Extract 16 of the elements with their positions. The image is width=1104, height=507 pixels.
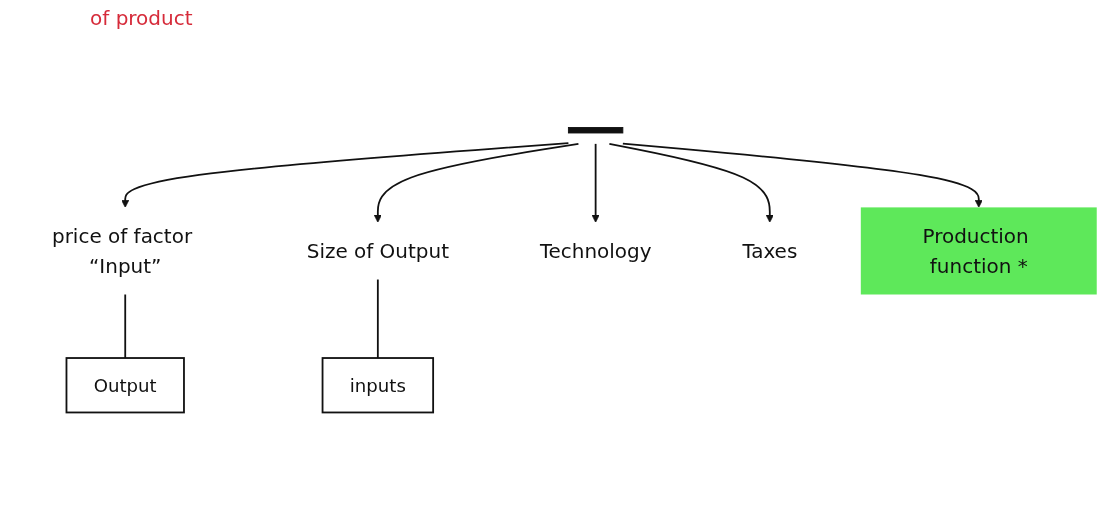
node-text: Size of Output [306, 239, 449, 263]
node-box: Production function * [860, 207, 1097, 295]
node-box: inputs [321, 357, 435, 414]
arrow [608, 142, 774, 223]
connector [124, 293, 127, 359]
node-text: Technology [539, 239, 652, 263]
node-text: Taxes [742, 239, 798, 263]
arrow [591, 142, 600, 223]
node-bar [567, 127, 624, 134]
note-text: of product [90, 6, 193, 30]
arrow [621, 142, 983, 208]
arrow [373, 142, 580, 223]
arrow [121, 142, 570, 208]
connector [376, 278, 379, 359]
node-box: Output [65, 357, 185, 414]
node-text: price of factor “Input” [51, 224, 193, 278]
